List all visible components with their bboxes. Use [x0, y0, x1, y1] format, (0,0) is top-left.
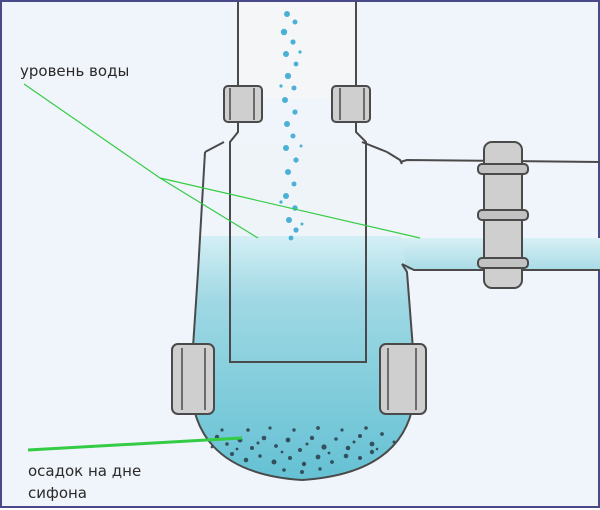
outlet-coupling — [477, 141, 529, 289]
sediment-pointer — [27, 436, 243, 452]
sediment-label: осадок на дне сифона — [28, 460, 141, 504]
water-level-pointers — [23, 83, 421, 239]
water-level-label: уровень воды — [20, 62, 130, 80]
upper-left-clamp — [223, 85, 263, 123]
sediment-label-line1: осадок на дне — [28, 462, 142, 480]
outlet-pipe-bottom — [401, 263, 600, 271]
sediment — [210, 426, 396, 474]
lower-left-clamp — [171, 343, 215, 415]
inner-tube — [229, 122, 367, 363]
sediment-label-line2: сифона — [28, 484, 87, 502]
air-bubbles — [279, 11, 304, 241]
outlet-pipe-top — [399, 158, 600, 163]
lower-right-clamp — [379, 343, 427, 415]
upper-right-clamp — [331, 85, 371, 123]
